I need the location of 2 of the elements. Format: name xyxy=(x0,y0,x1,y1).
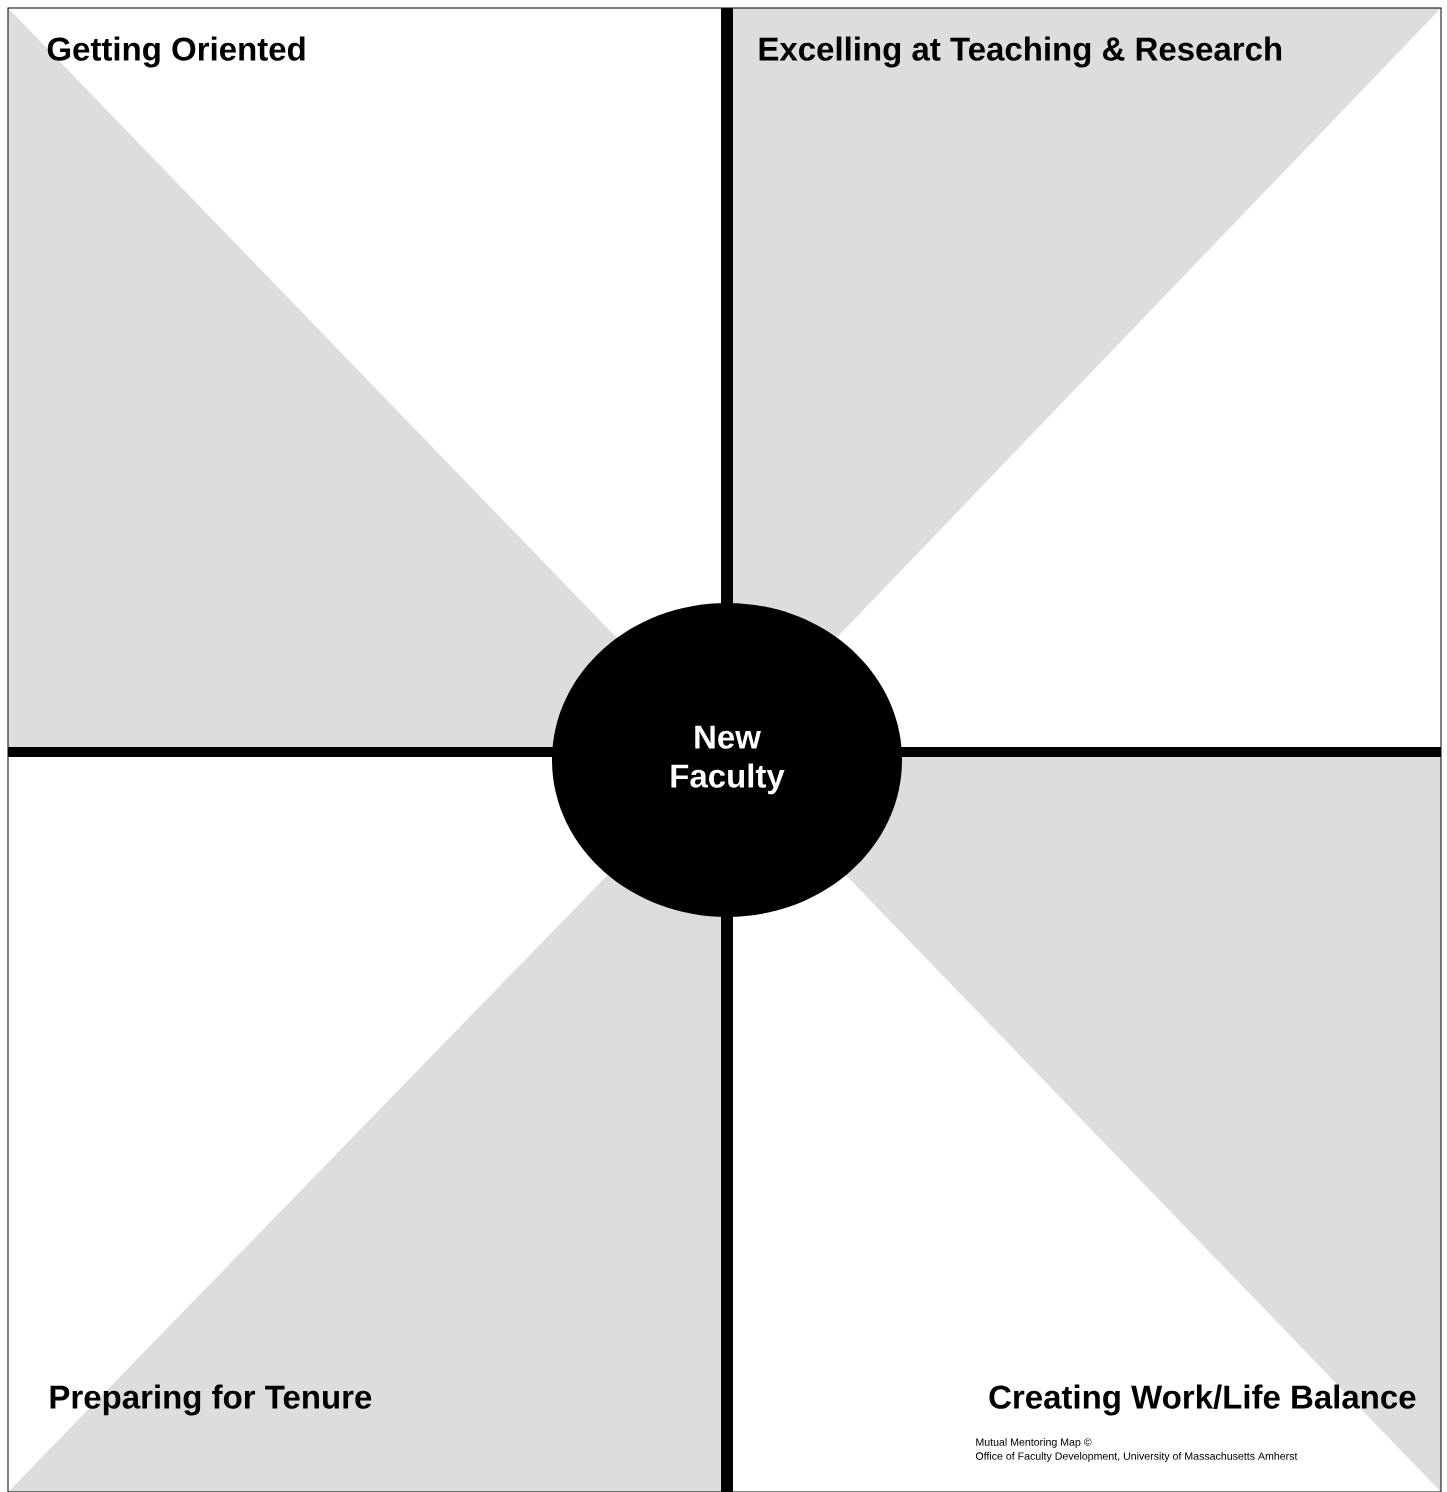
footer-note: Office of Faculty Development, University of Massachusetts Amherst xyxy=(975,1452,1298,1462)
footer-note: Mutual Mentoring Map © xyxy=(976,1438,1092,1448)
